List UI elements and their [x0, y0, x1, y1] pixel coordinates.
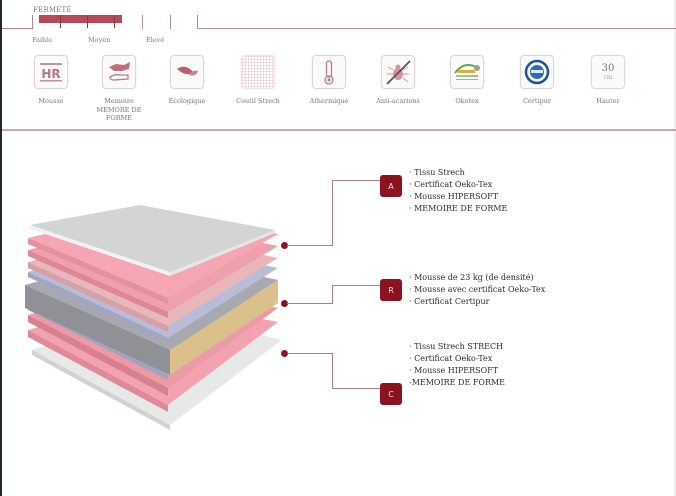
feature-label: Okotex	[455, 97, 479, 105]
layer-a-item: · Certificat Oeko-Tex	[409, 180, 493, 189]
feature-coutil: Coutil Strech	[228, 55, 288, 106]
window-right-border	[674, 0, 676, 496]
connector-line	[287, 303, 333, 304]
no-mites-icon	[381, 55, 415, 89]
height-value: 30	[601, 62, 615, 74]
firmness-tick	[142, 15, 143, 29]
feature-label: Athermique	[309, 97, 349, 105]
firmness-scale-low: Faible	[32, 36, 53, 44]
feature-certipur: Certipur	[507, 55, 567, 106]
layer-c-description: · Tissu Strech STRECH · Certificat Oeko-…	[409, 341, 505, 389]
layer-c-item: · Certificat Oeko-Tex	[409, 354, 493, 363]
height-unit: cm	[603, 73, 613, 81]
connector-line	[332, 353, 333, 389]
callout-dot	[281, 350, 288, 357]
layer-b-item: · Mousse avec certificat Oeko-Tex	[409, 285, 546, 294]
feature-anti-acariens: Anti-acariens	[368, 55, 428, 106]
feature-mousse: HR Mousse	[21, 55, 81, 106]
feature-label: Memoire MEMORE DE FORME	[96, 97, 142, 122]
connector-line	[332, 285, 333, 304]
window-left-border	[0, 0, 2, 496]
feature-okotex: Okotex	[437, 55, 497, 106]
layer-a-item: · Tissu Strech	[409, 168, 465, 177]
firmness-scale-medium: Moyen	[88, 36, 111, 44]
callout-dot	[281, 300, 288, 307]
certipur-logo-icon	[520, 55, 554, 89]
connector-line	[332, 388, 380, 389]
callout-dot	[281, 242, 288, 249]
height-icon: 30 cm	[591, 55, 625, 89]
layer-b-item: · Certificat Certipur	[409, 297, 490, 306]
firmness-tick	[87, 15, 88, 28]
connector-line	[332, 180, 333, 246]
feature-label: Coutil Strech	[236, 97, 280, 105]
feature-hauter: 30 cm Hauter	[578, 55, 638, 106]
svg-text:HR: HR	[41, 67, 60, 81]
firmness-baseline-left-edge	[32, 15, 33, 29]
oekotex-logo-icon	[450, 55, 484, 89]
firmness-scale-high: Élevé	[146, 36, 165, 44]
thermometer-icon	[312, 55, 346, 89]
layer-c-item: -MEMOIRE DE FORME	[409, 378, 506, 387]
layer-b-description: · Mousse de 23 kg (de densité) · Mousse …	[409, 272, 545, 308]
layer-badge-b: R	[380, 279, 402, 301]
feature-label: Anti-acariens	[376, 97, 420, 105]
firmness-baseline-left	[2, 28, 33, 29]
memory-foam-hand-icon	[102, 55, 136, 89]
layer-c-item: · Mousse HIPERSOFT	[409, 366, 499, 375]
firmness-tick	[170, 15, 171, 29]
connector-line	[287, 245, 333, 246]
firmness-tick	[60, 15, 61, 28]
leaf-icon	[170, 55, 204, 89]
hr-foam-icon: HR	[34, 55, 68, 89]
layer-a-item: · Mousse HIPERSOFT	[409, 192, 499, 201]
firmness-tick	[114, 15, 115, 28]
feature-label: Mousse	[38, 97, 64, 105]
layer-badge-a: A	[380, 175, 402, 197]
layer-badge-c: C	[380, 383, 402, 405]
feature-label: Écologique	[168, 97, 206, 105]
connector-line	[287, 353, 333, 354]
firmness-baseline-right-edge	[197, 15, 198, 29]
layer-c-item: · Tissu Strech STRECH	[409, 342, 504, 351]
fabric-grid-icon	[241, 55, 275, 89]
feature-icons-row: HR Mousse Memoire MEMORE DE FORME Écolog…	[0, 55, 676, 125]
section-divider	[2, 129, 676, 131]
layer-a-item: · MEMOIRE DE FORME	[409, 204, 508, 213]
connector-line	[332, 180, 380, 181]
firmness-baseline-right	[197, 28, 676, 29]
connector-line	[332, 285, 380, 286]
layer-a-description: · Tissu Strech · Certificat Oeko-Tex · M…	[409, 167, 507, 215]
feature-ecologique: Écologique	[157, 55, 217, 106]
feature-memory: Memoire MEMORE DE FORME	[89, 55, 149, 123]
feature-athermique: Athermique	[299, 55, 359, 106]
feature-label: Certipur	[522, 97, 552, 105]
feature-label: Hauter	[596, 97, 620, 105]
firmness-level-bar	[39, 15, 122, 23]
firmness-title: FERMETÉ	[33, 6, 72, 14]
layer-b-item: · Mousse de 23 kg (de densité)	[409, 273, 534, 282]
mattress-layers-illustration	[25, 205, 282, 430]
